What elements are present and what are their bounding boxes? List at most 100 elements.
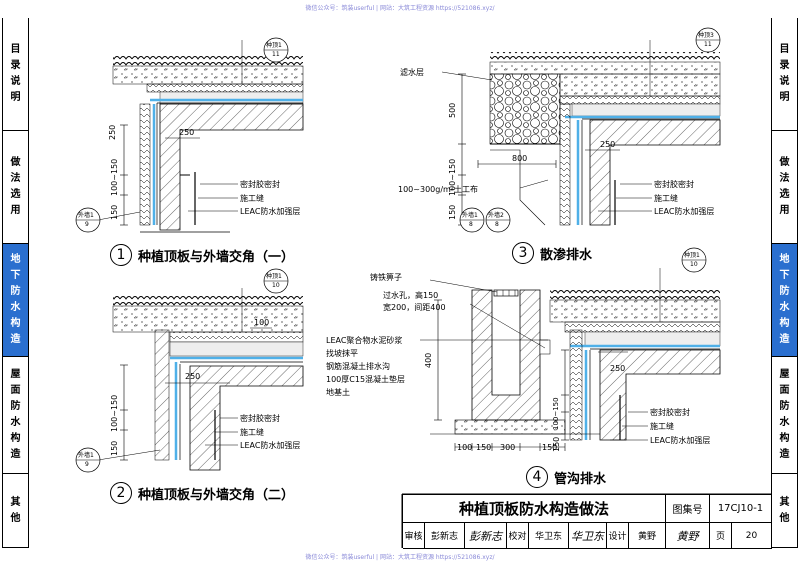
d4-caption: 4 管沟排水 bbox=[526, 466, 606, 488]
left-sidebar: 目录说明做法选用地下防水构造屋面防水构造其他 bbox=[2, 18, 29, 548]
sheet-title: 种植顶板防水构造做法 bbox=[403, 495, 666, 523]
left-sidebar-section-4-char: 防 bbox=[10, 401, 21, 412]
detail-3-drawing bbox=[441, 27, 721, 233]
right-sidebar-section-4-char: 水 bbox=[779, 417, 790, 428]
d1-title: 种植顶板与外墙交角（一） bbox=[138, 249, 295, 265]
d2-number: 2 bbox=[110, 482, 132, 504]
right-sidebar-section-5-char: 他 bbox=[779, 512, 790, 524]
right-sidebar-section-1[interactable]: 目录说明 bbox=[772, 18, 797, 131]
left-sidebar-section-1[interactable]: 目录说明 bbox=[3, 18, 28, 131]
d4-note-leac: LEAC防水加强层 bbox=[650, 436, 711, 445]
d3-caption: 3 散渗排水 bbox=[512, 242, 592, 264]
checker-signature: 华卫东 bbox=[569, 523, 607, 549]
left-sidebar-section-3-char: 构 bbox=[10, 318, 21, 329]
left-sidebar-section-3-char: 水 bbox=[10, 302, 21, 313]
left-sidebar-section-4[interactable]: 屋面防水构造 bbox=[3, 357, 28, 474]
right-sidebar-section-1-char: 录 bbox=[779, 60, 790, 71]
d4-ref-top-page: 10 bbox=[690, 261, 698, 268]
d4-title: 管沟排水 bbox=[554, 471, 607, 487]
right-sidebar-section-4[interactable]: 屋面防水构造 bbox=[772, 357, 797, 474]
left-sidebar-section-1-char: 目 bbox=[10, 44, 21, 55]
right-sidebar-section-3-char: 地 bbox=[779, 254, 790, 265]
watermark-top: 微信公众号：筑装userful | 网站：大筑工程资源 https://5210… bbox=[305, 5, 495, 12]
left-sidebar-section-4-char: 屋 bbox=[10, 369, 21, 380]
d1-dim-v1: 250 bbox=[108, 124, 117, 140]
left-sidebar-section-1-char: 说 bbox=[10, 76, 21, 87]
d4-grate: 铸铁箅子 bbox=[370, 273, 402, 282]
d3-ref-side2-name: 外墙2 bbox=[488, 212, 504, 219]
d1-note-joint: 施工缝 bbox=[240, 194, 264, 203]
left-sidebar-section-4-char: 造 bbox=[10, 449, 21, 460]
left-sidebar-section-5-char: 他 bbox=[10, 512, 21, 524]
right-sidebar-section-2-char: 选 bbox=[779, 189, 790, 200]
d1-ref-side-page: 9 bbox=[85, 221, 89, 228]
d3-geotextile: 100~300g/m²土工布 bbox=[398, 185, 479, 194]
page-label: 页 bbox=[710, 523, 732, 549]
d4-dim-400: 400 bbox=[424, 352, 433, 368]
d2-dim-100: 100 bbox=[254, 318, 270, 327]
right-sidebar-section-4-char: 造 bbox=[779, 449, 790, 460]
d2-dim-v3: 150 bbox=[110, 440, 119, 456]
d4-layer-3: 钢筋混凝土排水沟 bbox=[326, 362, 390, 371]
d3-ref-side2-page: 8 bbox=[495, 221, 499, 228]
d3-dim-800: 800 bbox=[512, 154, 528, 163]
d4-bottom-dim-1: 100 bbox=[457, 443, 473, 452]
left-sidebar-section-3-char: 下 bbox=[10, 270, 21, 281]
title-block: 种植顶板防水构造做法 图集号 17CJ10-1 审核 彭新志 彭新志 校对 华卫… bbox=[402, 494, 772, 549]
left-sidebar-section-4-char: 水 bbox=[10, 417, 21, 428]
d3-dim-250: 250 bbox=[600, 140, 616, 149]
right-sidebar-section-3[interactable]: 地下防水构造 bbox=[772, 244, 797, 357]
d2-ref-side-page: 9 bbox=[85, 461, 89, 468]
designer-signature: 黄野 bbox=[666, 523, 710, 549]
checker-name: 华卫东 bbox=[529, 523, 569, 549]
right-sidebar-section-3-char: 造 bbox=[779, 334, 790, 345]
d4-number: 4 bbox=[526, 466, 548, 488]
right-sidebar-section-5-char: 其 bbox=[779, 496, 790, 508]
right-sidebar-section-4-char: 防 bbox=[779, 401, 790, 412]
d3-note-leac: LEAC防水加强层 bbox=[654, 207, 715, 216]
d4-bottom-dim-3: 300 bbox=[500, 443, 516, 452]
watermark-bottom: 微信公众号：筑装userful | 网站：大筑工程资源 https://5210… bbox=[305, 554, 495, 561]
d2-caption: 2 种植顶板与外墙交角（二） bbox=[110, 482, 294, 504]
atlas-label: 图集号 bbox=[666, 495, 710, 523]
reviewer-name: 彭新志 bbox=[425, 523, 465, 549]
left-sidebar-section-3[interactable]: 地下防水构造 bbox=[3, 244, 28, 357]
d2-ref-top-page: 10 bbox=[272, 282, 280, 289]
right-sidebar-section-3-char: 下 bbox=[779, 270, 790, 281]
right-sidebar-section-2-char: 做 bbox=[779, 157, 790, 168]
right-sidebar-section-3-char: 防 bbox=[779, 286, 790, 297]
d4-layer-2: 找坡抹平 bbox=[326, 349, 358, 358]
d2-note-sealant: 密封胶密封 bbox=[240, 414, 280, 423]
left-sidebar-section-2[interactable]: 做法选用 bbox=[3, 131, 28, 244]
d1-note-leac: LEAC防水加强层 bbox=[240, 207, 301, 216]
d1-dim-250: 250 bbox=[179, 128, 195, 137]
left-sidebar-section-4-char: 面 bbox=[10, 385, 21, 396]
d1-ref-top-name: 种顶1 bbox=[266, 42, 282, 49]
d4-note-sealant: 密封胶密封 bbox=[650, 408, 690, 417]
right-sidebar-section-2[interactable]: 做法选用 bbox=[772, 131, 797, 244]
d4-dim-v2: 100~150 bbox=[552, 397, 560, 430]
check-label: 校对 bbox=[507, 523, 529, 549]
right-sidebar-section-1-char: 目 bbox=[779, 44, 790, 55]
right-sidebar-section-5[interactable]: 其他 bbox=[772, 474, 797, 548]
left-sidebar-section-3-char: 地 bbox=[10, 254, 21, 265]
d4-bottom-dim-4: 150 bbox=[542, 443, 558, 452]
left-sidebar-section-5[interactable]: 其他 bbox=[3, 474, 28, 548]
d2-ref-side-name: 外墙1 bbox=[78, 452, 94, 459]
right-sidebar-section-4-char: 构 bbox=[779, 433, 790, 444]
right-sidebar-section-4-char: 面 bbox=[779, 385, 790, 396]
left-sidebar-section-1-char: 明 bbox=[10, 92, 21, 103]
left-sidebar-section-3-char: 造 bbox=[10, 334, 21, 345]
d3-filter-label: 滤水层 bbox=[400, 68, 424, 77]
d3-ref-top-page: 11 bbox=[704, 41, 712, 48]
d2-dim-250: 250 bbox=[185, 372, 201, 381]
review-label: 审核 bbox=[403, 523, 425, 549]
d3-ref-top-name: 种顶3 bbox=[698, 32, 714, 39]
detail-1-drawing bbox=[75, 37, 304, 233]
left-sidebar-section-2-char: 法 bbox=[10, 173, 21, 184]
d2-dim-v2: 100~150 bbox=[110, 394, 119, 432]
d4-note-joint: 施工缝 bbox=[650, 422, 674, 431]
reviewer-signature: 彭新志 bbox=[465, 523, 507, 549]
